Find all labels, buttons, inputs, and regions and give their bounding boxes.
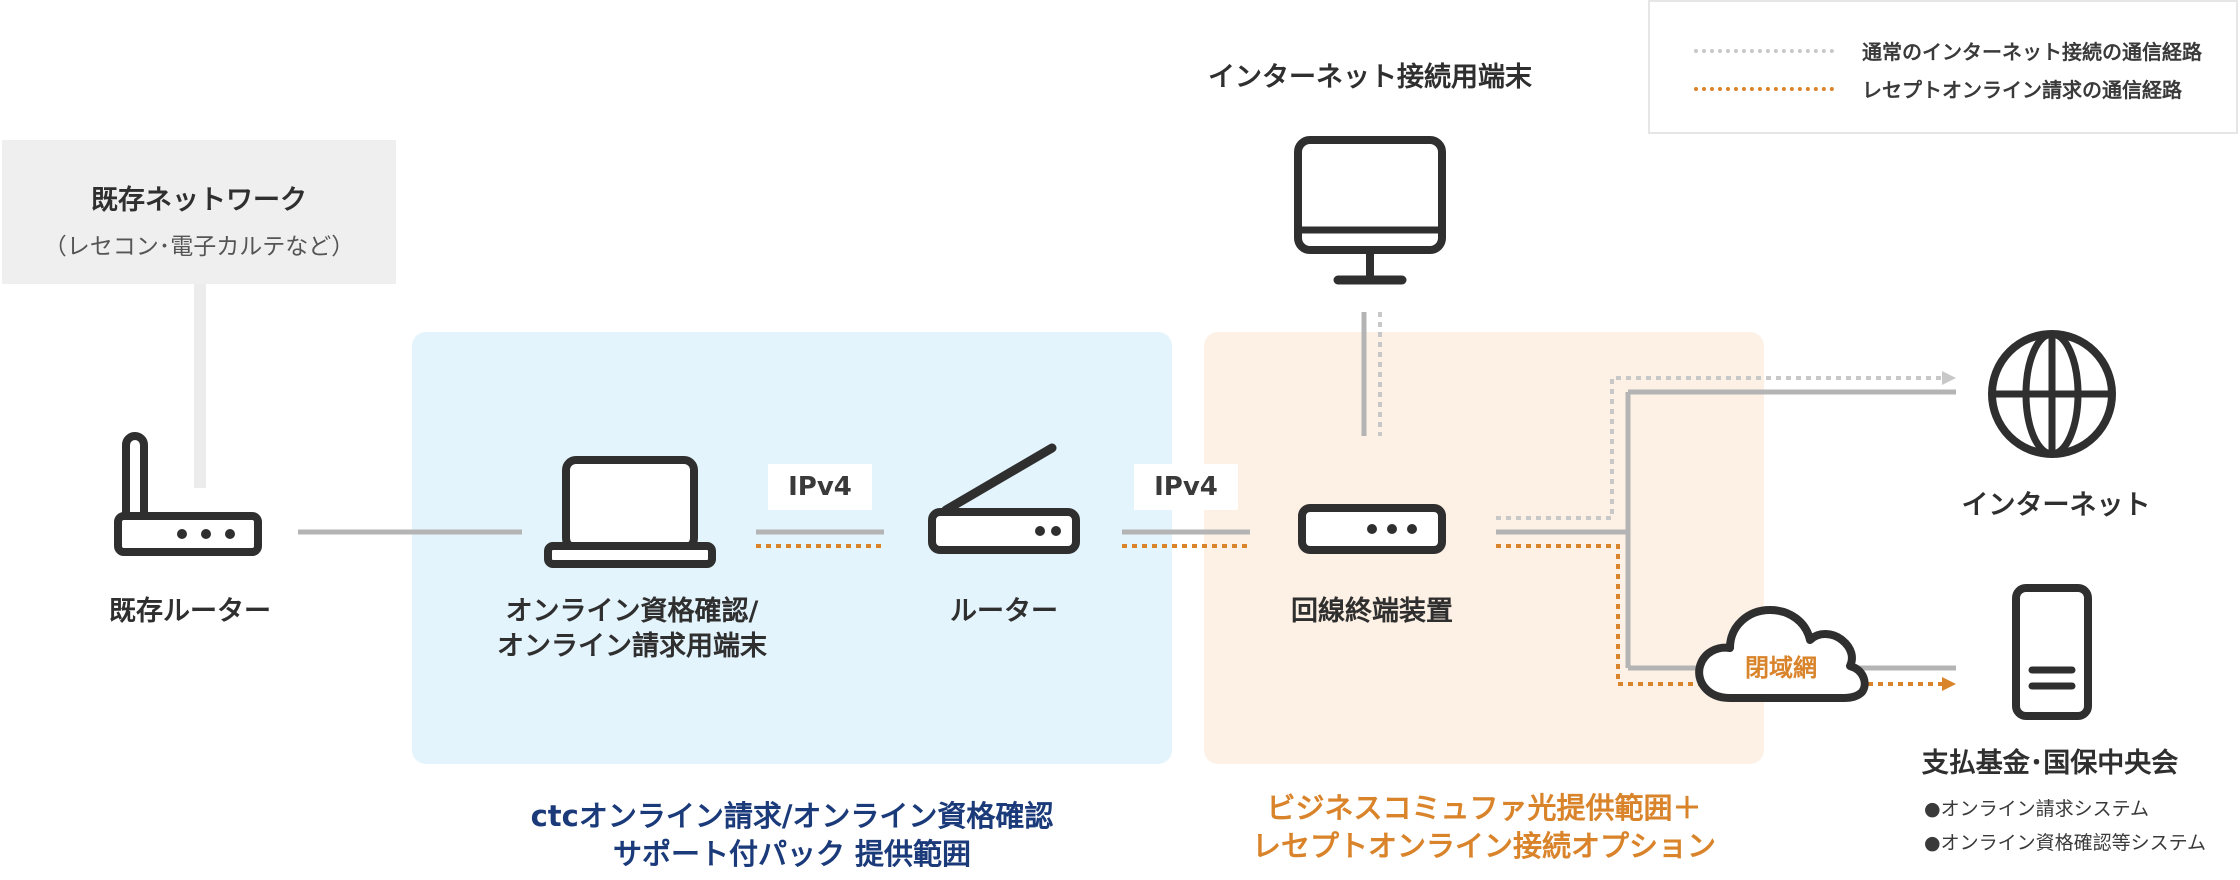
closed-network-label: 閉域網	[1745, 654, 1817, 682]
router-label: ルーター	[950, 596, 1058, 627]
ipv4-label-1: IPv4	[768, 464, 872, 510]
internet-route-arrow	[1942, 371, 1956, 385]
receipt-route-arrow	[1942, 677, 1956, 691]
internet-label: インターネット	[1961, 490, 2151, 521]
internet-route-path	[1496, 376, 1944, 520]
business-commufa-zone	[1204, 332, 1764, 764]
existing-router-icon	[114, 432, 262, 556]
legend-receipt-route-label: レセプトオンライン請求の通信経路	[1862, 78, 2182, 102]
biz-zone-caption: ビジネスコミュファ光提供範囲＋ レセプトオンライン接続オプション	[1204, 790, 1764, 865]
terminal-label-line1: オンライン資格確認/	[505, 596, 759, 627]
legend-gray-dash	[1694, 48, 1834, 53]
legend-internet-route-label: 通常のインターネット接続の通信経路	[1862, 40, 2202, 64]
ipv4-label-2: IPv4	[1134, 464, 1238, 510]
fund-systems-list: ●オンライン請求システム ●オンライン資格確認等システム	[1924, 792, 2206, 860]
biz-caption-line2: レセプトオンライン接続オプション	[1251, 828, 1716, 863]
ont-label: 回線終端装置	[1291, 596, 1453, 627]
legend-orange-dash	[1694, 86, 1834, 91]
globe-icon	[1988, 330, 2116, 458]
ctc-caption-line2: サポート付パック 提供範囲	[612, 836, 972, 871]
fund-system-item: ●オンライン請求システム	[1924, 798, 2150, 820]
terminal-label-line2: オンライン請求用端末	[497, 631, 767, 663]
ont-icon	[1298, 504, 1446, 554]
internet-terminal-label: インターネット接続用端末	[1208, 62, 1532, 93]
laptop-icon	[544, 456, 716, 568]
biz-caption-line1: ビジネスコミュファ光提供範囲＋	[1266, 791, 1702, 825]
existing-network-title: 既存ネットワーク	[91, 185, 307, 216]
ctc-zone-caption: ctcオンライン請求/オンライン資格確認 サポート付パック 提供範囲	[412, 798, 1172, 873]
terminal-label: オンライン資格確認/ オンライン請求用端末	[472, 594, 792, 664]
legend-receipt-route: レセプトオンライン請求の通信経路	[1694, 74, 2182, 103]
existing-network-box: 既存ネットワーク （レセコン･電子カルテなど）	[2, 140, 396, 284]
legend-internet-route: 通常のインターネット接続の通信経路	[1694, 36, 2202, 65]
server-icon	[2012, 584, 2092, 720]
legend: 通常のインターネット接続の通信経路 レセプトオンライン請求の通信経路	[1648, 0, 2238, 134]
cloud-icon	[1695, 606, 1869, 702]
monitor-icon	[1294, 136, 1446, 285]
ctc-caption-line1: ctcオンライン請求/オンライン資格確認	[530, 799, 1054, 833]
fund-label: 支払基金･国保中央会	[1921, 748, 2179, 779]
existing-network-subtitle: （レセコン･電子カルテなど）	[43, 234, 355, 260]
router-icon	[928, 443, 1080, 554]
fund-system-item: ●オンライン資格確認等システム	[1924, 832, 2207, 854]
existing-router-label: 既存ルーター	[109, 596, 271, 627]
